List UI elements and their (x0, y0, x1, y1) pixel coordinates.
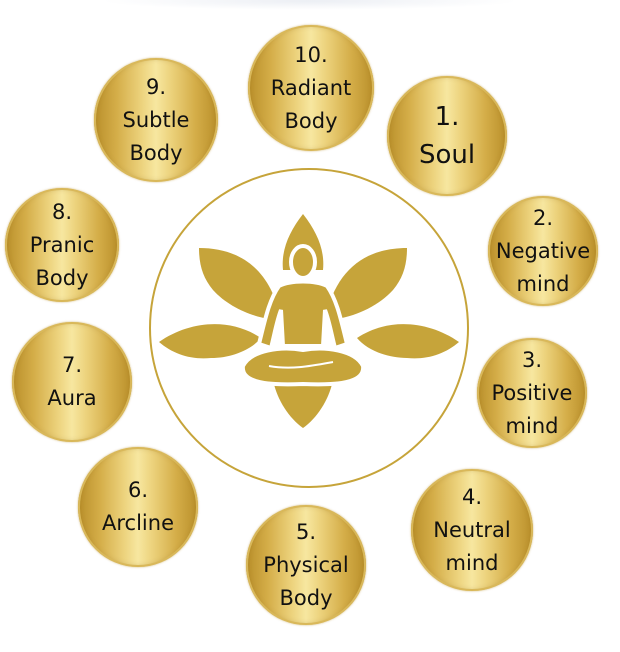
body-label-line2: mind (445, 550, 499, 575)
body-label: Aura (47, 386, 97, 410)
body-label-line2: mind (505, 413, 559, 438)
body-label: Positive (491, 380, 573, 405)
body-label-line2: Body (284, 108, 338, 133)
body-label-line2: Body (129, 140, 183, 165)
top-shadow-decoration (100, 0, 520, 10)
body-number: 6. (127, 478, 149, 502)
body-label: Neutral (433, 517, 511, 542)
body-coin-2-negative-mind: 2. Negative mind (488, 196, 598, 306)
body-label: Physical (263, 552, 349, 577)
central-circle (149, 168, 469, 488)
body-label-line2: mind (516, 271, 570, 296)
body-number: 1. (434, 102, 460, 132)
body-number: 4. (461, 484, 483, 509)
body-coin-5-physical-body: 5. Physical Body (246, 505, 366, 625)
body-coin-10-radiant-body: 10. Radiant Body (248, 25, 374, 151)
body-number: 2. (532, 205, 554, 230)
meditating-figure-lotus-icon (159, 214, 459, 428)
body-label: Soul (418, 140, 476, 170)
body-label: Arcline (102, 511, 174, 535)
body-coin-8-pranic-body: 8. Pranic Body (5, 188, 119, 302)
body-number: 9. (145, 74, 167, 99)
body-coin-3-positive-mind: 3. Positive mind (477, 338, 587, 448)
body-coin-7-aura: 7. Aura (12, 322, 132, 442)
body-label: Subtle (122, 107, 190, 132)
body-number: 3. (521, 347, 543, 372)
body-label: Pranic (29, 232, 95, 257)
body-label: Negative (495, 238, 591, 263)
body-number: 7. (61, 353, 83, 377)
body-coin-4-neutral-mind: 4. Neutral mind (411, 469, 533, 591)
body-coin-6-arcline: 6. Arcline (78, 447, 198, 567)
body-coin-1-soul: 1. Soul (387, 76, 507, 196)
body-number: 5. (295, 519, 317, 544)
body-label-line2: Body (279, 585, 333, 610)
body-number: 10. (294, 42, 328, 67)
body-label: Radiant (270, 75, 352, 100)
body-number: 8. (51, 199, 73, 224)
body-label-line2: Body (35, 265, 89, 290)
body-coin-9-subtle-body: 9. Subtle Body (94, 58, 218, 182)
